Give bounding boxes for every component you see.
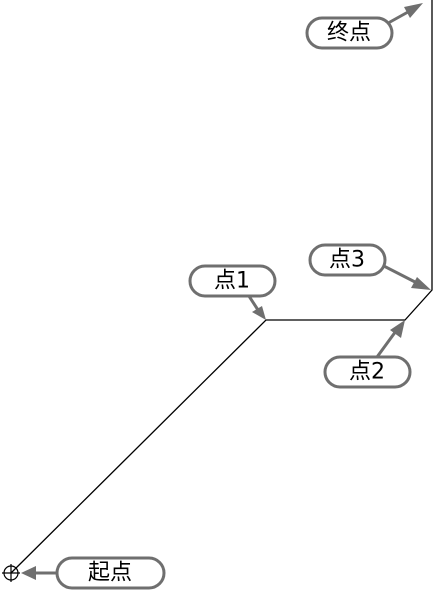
callout-point2: 点2 <box>323 320 412 389</box>
callout-start-arrow-icon <box>21 566 36 580</box>
start-marker-icon <box>2 564 20 582</box>
callout-end-arrow-icon <box>404 3 423 18</box>
label-point1: 点1 <box>214 269 250 294</box>
callout-end-box <box>305 16 394 50</box>
callout-point1-box <box>188 264 277 298</box>
callout-end: 终点 <box>305 3 423 50</box>
callout-point2-box <box>323 355 412 389</box>
callout-start-box <box>55 556 166 590</box>
label-end: 终点 <box>327 21 371 46</box>
callout-point3-arrow-icon <box>411 277 431 290</box>
callout-point1-arrow-icon <box>252 306 266 320</box>
callout-point3-leader <box>378 262 419 285</box>
callout-start: 起点 <box>21 556 166 590</box>
callout-end-leader <box>388 10 410 24</box>
callout-point3: 点3 <box>308 243 431 290</box>
label-start: 起点 <box>88 561 132 586</box>
label-point3: 点3 <box>329 248 365 273</box>
callout-point2-leader <box>375 329 398 359</box>
callout-point2-arrow-icon <box>390 320 405 338</box>
label-point2: 点2 <box>349 360 385 385</box>
callout-point3-box <box>308 243 387 277</box>
callout-point1: 点1 <box>188 264 277 320</box>
